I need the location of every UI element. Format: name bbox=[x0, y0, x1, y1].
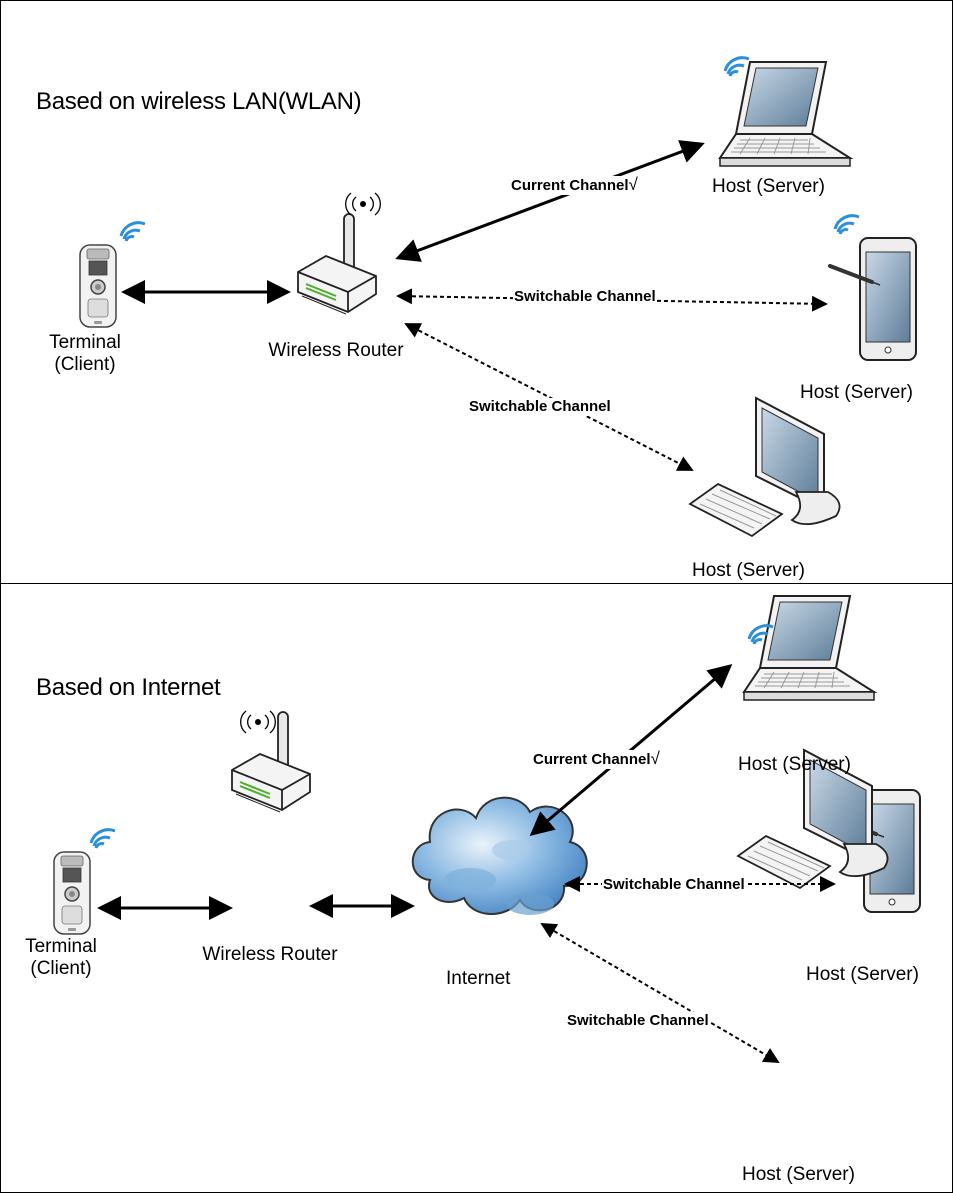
wifi-signal-icon bbox=[723, 56, 751, 78]
terminal-name: Terminal bbox=[25, 936, 97, 957]
switchable-channel-line bbox=[540, 922, 780, 1064]
antenna-signal-icon bbox=[240, 710, 276, 734]
wifi-signal-icon bbox=[833, 214, 861, 236]
internet-label: Internet bbox=[446, 968, 511, 989]
switchable-channel-label: Switchable Channel bbox=[513, 288, 657, 306]
terminal-name: Terminal bbox=[49, 332, 121, 353]
switchable-channel-line bbox=[404, 323, 694, 471]
current-channel-line bbox=[395, 140, 705, 262]
host-label: Host (Server) bbox=[692, 560, 805, 581]
terminal-device-icon bbox=[53, 851, 91, 935]
terminal-label: Terminal (Client) bbox=[6, 936, 116, 980]
current-channel-label: Current Channel√ bbox=[532, 750, 661, 769]
current-channel-text: Current Channel bbox=[511, 177, 629, 194]
wireless-router-icon bbox=[297, 213, 377, 315]
terminal-role: (Client) bbox=[30, 958, 92, 979]
wifi-signal-icon bbox=[89, 828, 117, 850]
current-channel-check: √ bbox=[628, 175, 638, 194]
wireless-router-icon bbox=[231, 711, 311, 813]
laptop-host-icon bbox=[743, 595, 875, 701]
router-label: Wireless Router bbox=[202, 944, 338, 965]
section-heading: Based on Internet bbox=[36, 674, 221, 701]
switchable-channel-label: Switchable Channel bbox=[566, 1012, 710, 1030]
tablet-host-icon bbox=[828, 236, 918, 362]
current-channel-check: √ bbox=[650, 749, 660, 768]
host-label: Host (Server) bbox=[742, 1164, 855, 1185]
laptop-host-icon bbox=[719, 61, 851, 167]
host-label: Host (Server) bbox=[800, 382, 913, 403]
switchable-channel-label: Switchable Channel bbox=[602, 876, 746, 894]
terminal-role: (Client) bbox=[54, 354, 116, 375]
internet-cloud-icon bbox=[411, 796, 588, 915]
current-channel-text: Current Channel bbox=[533, 751, 651, 768]
desktop-host-icon bbox=[689, 397, 841, 537]
wlan-section bbox=[79, 56, 918, 537]
wifi-signal-icon bbox=[119, 221, 147, 243]
host-label: Host (Server) bbox=[738, 754, 851, 775]
internet-section bbox=[53, 595, 922, 1064]
antenna-signal-icon bbox=[345, 192, 381, 216]
router-label: Wireless Router bbox=[268, 340, 404, 361]
terminal-label: Terminal (Client) bbox=[30, 332, 140, 376]
host-label: Host (Server) bbox=[712, 176, 825, 197]
switchable-channel-label: Switchable Channel bbox=[468, 398, 612, 416]
switchable-channel-line bbox=[396, 288, 828, 312]
terminal-device-icon bbox=[79, 244, 117, 328]
host-label: Host (Server) bbox=[806, 964, 919, 985]
current-channel-label: Current Channel√ bbox=[510, 176, 639, 195]
section-heading: Based on wireless LAN(WLAN) bbox=[36, 88, 362, 115]
